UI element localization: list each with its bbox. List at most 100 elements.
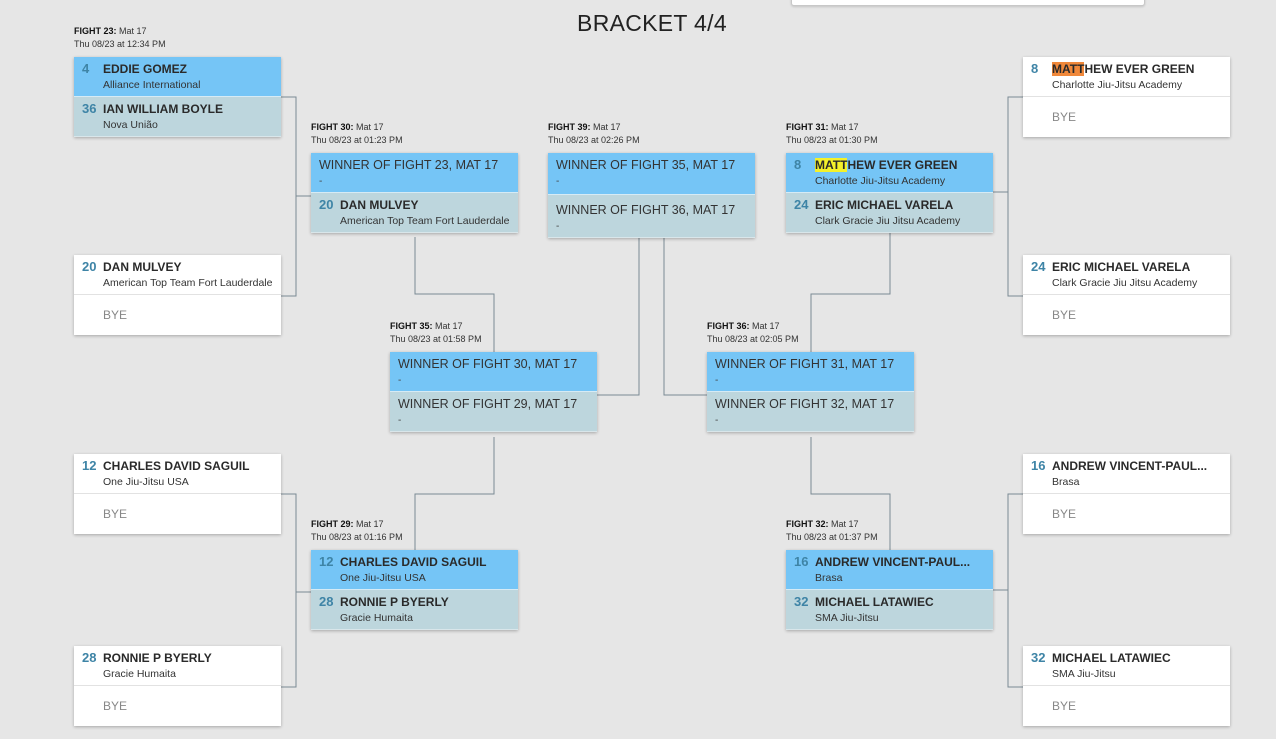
competitor-name: RONNIE P BYERLY (340, 595, 449, 609)
bye-row: BYE (74, 686, 281, 726)
winner-slot-label: WINNER OF FIGHT 36, MAT 17 (556, 203, 736, 217)
bye-row: BYE (1023, 494, 1230, 534)
seed-number: 12 (319, 554, 334, 569)
competitor-row[interactable]: 32 MICHAEL LATAWIEC SMA Jiu-Jitsu (786, 590, 993, 630)
match-fight-32: 16 ANDREW VINCENT-PAUL... Brasa 32 MICHA… (786, 550, 993, 630)
competitor-name: ANDREW VINCENT-PAUL... (1052, 459, 1208, 473)
search-match-highlight: MATT (815, 158, 848, 172)
competitor-name: MATTHEW EVER GREEN (1052, 62, 1195, 76)
winner-slot-placeholder: - (715, 375, 719, 386)
match-dan-mulvey-bye: 20 DAN MULVEY American Top Team Fort Lau… (74, 255, 281, 335)
competitor-name: MICHAEL LATAWIEC (815, 595, 934, 609)
winner-slot-placeholder: - (715, 415, 719, 426)
seed-number: 20 (82, 259, 97, 274)
competitor-name: ERIC MICHAEL VARELA (1052, 260, 1191, 274)
winner-slot[interactable]: WINNER OF FIGHT 23, MAT 17 - (311, 153, 518, 193)
winner-slot-placeholder: - (556, 221, 560, 232)
winner-slot-label: WINNER OF FIGHT 31, MAT 17 (715, 357, 895, 371)
seed-number: 24 (794, 197, 809, 212)
seed-number: 28 (82, 650, 97, 665)
match-fight-30: WINNER OF FIGHT 23, MAT 17 - 20 DAN MULV… (311, 153, 518, 233)
winner-slot-label: WINNER OF FIGHT 23, MAT 17 (319, 158, 499, 172)
competitor-row[interactable]: 20 DAN MULVEY American Top Team Fort Lau… (311, 193, 518, 233)
competitor-row[interactable]: 24 ERIC MICHAEL VARELA Clark Gracie Jiu … (1023, 255, 1230, 295)
seed-number: 16 (794, 554, 809, 569)
winner-slot-label: WINNER OF FIGHT 30, MAT 17 (398, 357, 578, 371)
seed-number: 16 (1031, 458, 1046, 473)
competitor-name: CHARLES DAVID SAGUIL (340, 555, 487, 569)
winner-slot-placeholder: - (398, 415, 402, 426)
competitor-team: Gracie Humaita (340, 612, 413, 624)
competitor-row[interactable]: 8 MATTHEW EVER GREEN Charlotte Jiu-Jitsu… (1023, 57, 1230, 97)
bye-label: BYE (103, 308, 128, 322)
match-fight-39-final: WINNER OF FIGHT 35, MAT 17 - WINNER OF F… (548, 153, 755, 238)
bye-row: BYE (1023, 686, 1230, 726)
match-andrew-vincent-paul-bye: 16 ANDREW VINCENT-PAUL... Brasa BYE (1023, 454, 1230, 534)
competitor-row[interactable]: 20 DAN MULVEY American Top Team Fort Lau… (74, 255, 281, 295)
competitor-row[interactable]: 28 RONNIE P BYERLY Gracie Humaita (74, 646, 281, 686)
seed-number: 12 (82, 458, 97, 473)
competitor-team: American Top Team Fort Lauderdale (103, 277, 273, 289)
competitor-name: ANDREW VINCENT-PAUL... (815, 555, 971, 569)
winner-slot[interactable]: WINNER OF FIGHT 35, MAT 17 - (548, 153, 755, 195)
bye-label: BYE (1052, 507, 1077, 521)
winner-slot-label: WINNER OF FIGHT 35, MAT 17 (556, 158, 736, 172)
bye-row: BYE (1023, 295, 1230, 335)
match-charles-saguil-bye: 12 CHARLES DAVID SAGUIL One Jiu-Jitsu US… (74, 454, 281, 534)
competitor-row[interactable]: 12 CHARLES DAVID SAGUIL One Jiu-Jitsu US… (311, 550, 518, 590)
competitor-row[interactable]: 4 EDDIE GOMEZ Alliance International (74, 57, 281, 97)
bye-row: BYE (74, 295, 281, 335)
winner-slot-placeholder: - (319, 176, 323, 187)
competitor-row[interactable]: 24 ERIC MICHAEL VARELA Clark Gracie Jiu … (786, 193, 993, 233)
seed-number: 28 (319, 594, 334, 609)
competitor-team: One Jiu-Jitsu USA (340, 572, 426, 584)
competitor-row[interactable]: 28 RONNIE P BYERLY Gracie Humaita (311, 590, 518, 630)
bye-row: BYE (1023, 97, 1230, 137)
seed-number: 8 (794, 157, 802, 172)
seed-number: 4 (82, 61, 90, 76)
competitor-row[interactable]: 32 MICHAEL LATAWIEC SMA Jiu-Jitsu (1023, 646, 1230, 686)
competitor-name: MATTHEW EVER GREEN (815, 158, 958, 172)
winner-slot-label: WINNER OF FIGHT 32, MAT 17 (715, 397, 895, 411)
competitor-row[interactable]: 16 ANDREW VINCENT-PAUL... Brasa (786, 550, 993, 590)
competitor-row[interactable]: 36 IAN WILLIAM BOYLE Nova União (74, 97, 281, 137)
seed-number: 24 (1031, 259, 1046, 274)
match-ronnie-byerly-bye: 28 RONNIE P BYERLY Gracie Humaita BYE (74, 646, 281, 726)
winner-slot[interactable]: WINNER OF FIGHT 29, MAT 17 - (390, 392, 597, 432)
bye-label: BYE (1052, 110, 1077, 124)
match-fight-23: 4 EDDIE GOMEZ Alliance International 36 … (74, 57, 281, 137)
competitor-team: SMA Jiu-Jitsu (1052, 668, 1116, 680)
bye-label: BYE (1052, 699, 1077, 713)
winner-slot[interactable]: WINNER OF FIGHT 31, MAT 17 - (707, 352, 914, 392)
competitor-row[interactable]: 8 MATTHEW EVER GREEN Charlotte Jiu-Jitsu… (786, 153, 993, 193)
winner-slot[interactable]: WINNER OF FIGHT 32, MAT 17 - (707, 392, 914, 432)
competitor-team: Charlotte Jiu-Jitsu Academy (815, 175, 946, 187)
competitor-name: CHARLES DAVID SAGUIL (103, 459, 250, 473)
competitor-row[interactable]: 16 ANDREW VINCENT-PAUL... Brasa (1023, 454, 1230, 494)
competitor-team: Clark Gracie Jiu Jitsu Academy (815, 215, 961, 227)
winner-slot[interactable]: WINNER OF FIGHT 30, MAT 17 - (390, 352, 597, 392)
match-matthew-ever-green-bye: 8 MATTHEW EVER GREEN Charlotte Jiu-Jitsu… (1023, 57, 1230, 137)
competitor-team: American Top Team Fort Lauderdale (340, 215, 510, 227)
winner-slot[interactable]: WINNER OF FIGHT 36, MAT 17 - (548, 195, 755, 238)
match-eric-varela-bye: 24 ERIC MICHAEL VARELA Clark Gracie Jiu … (1023, 255, 1230, 335)
bye-label: BYE (103, 507, 128, 521)
seed-number: 32 (794, 594, 809, 609)
match-michael-latawiec-bye: 32 MICHAEL LATAWIEC SMA Jiu-Jitsu BYE (1023, 646, 1230, 726)
competitor-team: Alliance International (103, 79, 201, 91)
search-match-current: MATT (1052, 62, 1085, 76)
competitor-team: Charlotte Jiu-Jitsu Academy (1052, 79, 1183, 91)
winner-slot-placeholder: - (556, 176, 560, 187)
competitor-row[interactable]: 12 CHARLES DAVID SAGUIL One Jiu-Jitsu US… (74, 454, 281, 494)
competitor-name: EDDIE GOMEZ (103, 62, 188, 76)
bye-label: BYE (1052, 308, 1077, 322)
competitor-team: Clark Gracie Jiu Jitsu Academy (1052, 277, 1198, 289)
